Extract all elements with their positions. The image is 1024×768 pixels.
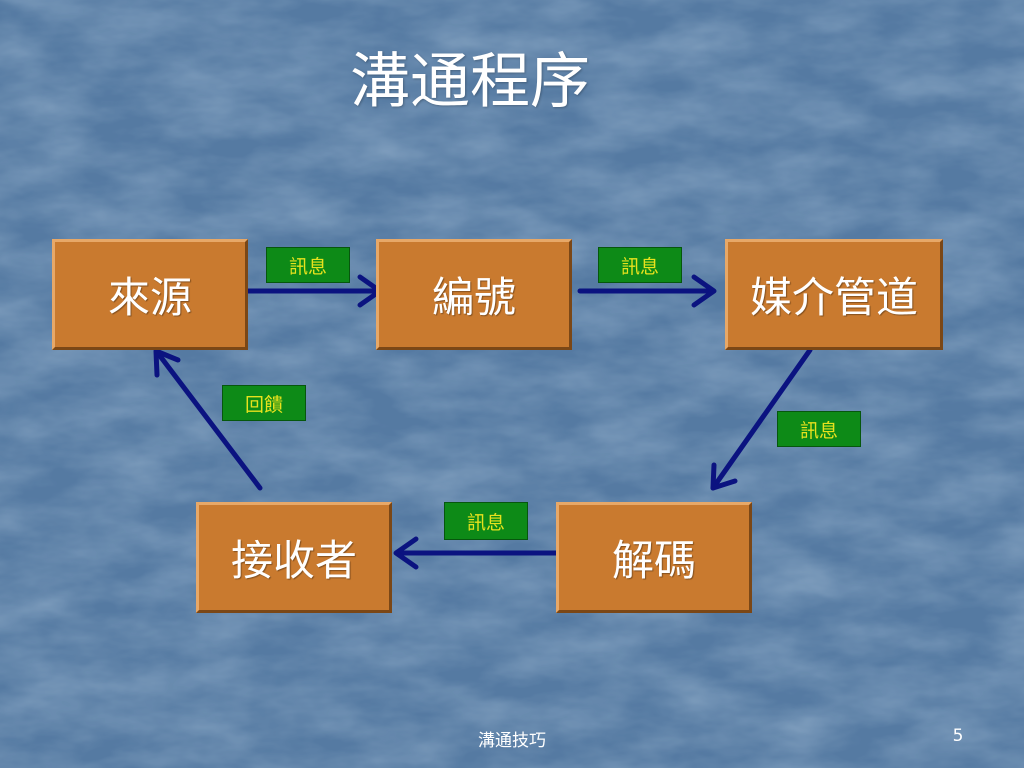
slide-title: 溝通程序 (350, 47, 590, 117)
label-message-encoding-channel: 訊息 (598, 247, 682, 283)
node-encoding: 編號 (376, 239, 572, 350)
arrow-channel-to-decoding (710, 347, 813, 491)
page-number: 5 (952, 726, 964, 746)
node-source: 來源 (52, 239, 248, 350)
label-message-decoding-receiver: 訊息 (444, 502, 528, 540)
arrow-feedback-to-source (153, 348, 263, 491)
node-decoding: 解碼 (556, 502, 752, 613)
arrow-decoding-to-receiver (393, 536, 568, 570)
node-receiver: 接收者 (196, 502, 392, 613)
label-feedback: 回饋 (222, 385, 306, 421)
arrow-encoding-to-channel (577, 274, 717, 308)
label-message-source-encoding: 訊息 (266, 247, 350, 283)
footer-text: 溝通技巧 (478, 731, 546, 751)
label-message-channel-decoding: 訊息 (777, 411, 861, 447)
node-channel: 媒介管道 (725, 239, 943, 350)
